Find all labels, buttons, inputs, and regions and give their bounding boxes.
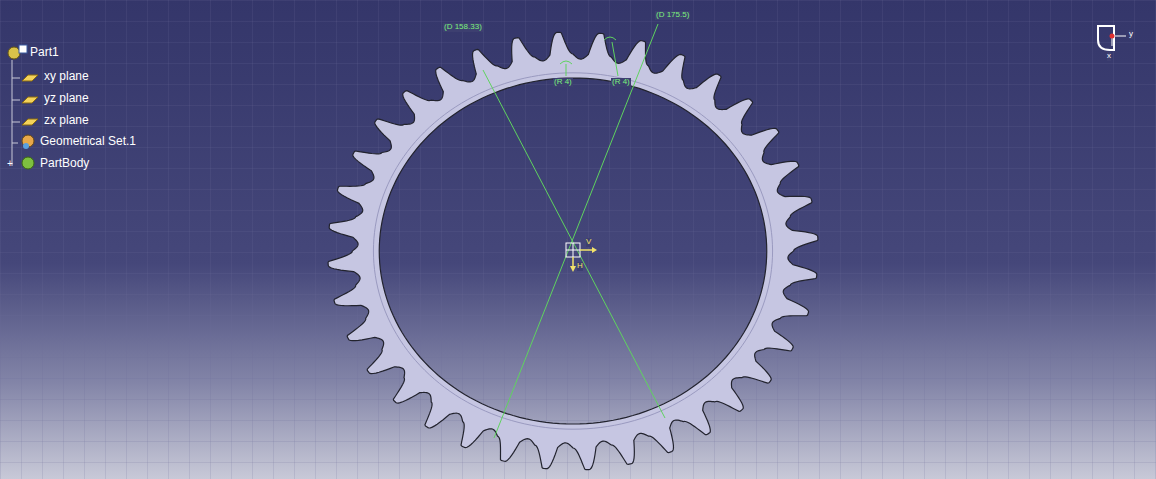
gear-inner-edge [373, 73, 772, 429]
tree-item: PartBody [40, 157, 89, 170]
dimension-label: (D 175.5) [655, 11, 690, 20]
sprocket-gear [328, 32, 818, 469]
radius-label: (R 4) [553, 78, 573, 87]
dimension-lines [483, 24, 665, 438]
dimension-label: (D 158.33) [443, 23, 483, 32]
spec-tree: + [7, 45, 38, 169]
axis-label: y [1129, 30, 1133, 39]
radius-label: (R 4) [611, 78, 631, 87]
axis-label: V [586, 238, 591, 247]
tree-item: yz plane [44, 92, 89, 105]
tree-item: xy plane [44, 70, 89, 83]
tree-item: Geometrical Set.1 [40, 135, 136, 148]
tree-item: zx plane [44, 114, 89, 127]
axis-label: H [577, 262, 583, 271]
compass [1098, 26, 1126, 50]
tree-item: Part1 [30, 46, 59, 59]
axis-label: x [1107, 52, 1111, 61]
axis-system [566, 243, 597, 272]
svg-text:+: + [7, 158, 13, 169]
gear-body [328, 32, 818, 469]
